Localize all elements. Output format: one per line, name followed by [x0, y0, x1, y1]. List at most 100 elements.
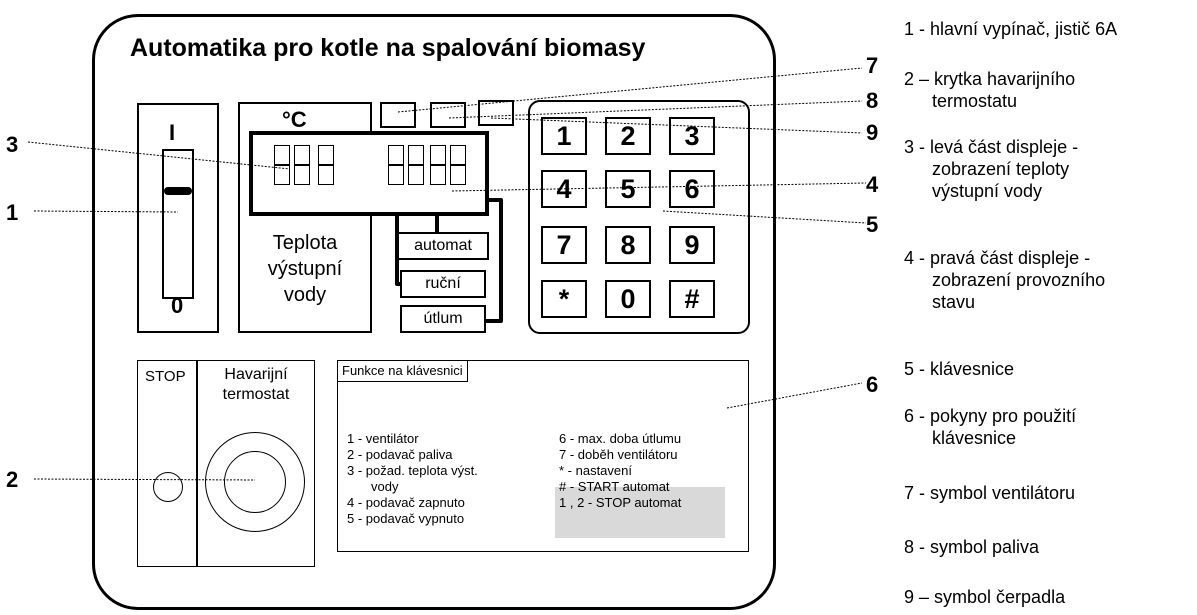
callout-9: 9 — [866, 120, 879, 145]
caption-line: vody — [283, 284, 327, 306]
thermostat-label: Havarijní termostat — [197, 365, 315, 405]
key-1[interactable]: 1 — [541, 117, 587, 155]
callout-8: 8 — [866, 88, 879, 113]
thermostat-line: termostat — [222, 386, 290, 403]
leader-8 — [448, 100, 863, 119]
legend-6: 6 - pokyny pro použití klávesnice — [904, 405, 1076, 449]
legend-7: 7 - symbol ventilátoru — [904, 482, 1075, 504]
connector-rucni — [395, 216, 400, 286]
leader-5 — [662, 210, 867, 224]
key-7[interactable]: 7 — [541, 226, 587, 264]
callout-4: 4 — [866, 172, 879, 197]
pump-symbol — [478, 100, 514, 126]
leader-6 — [726, 382, 863, 409]
legend-line: 8 - symbol paliva — [904, 537, 1040, 557]
legend-3: 3 - levá část displeje - zobrazení teplo… — [904, 136, 1078, 202]
function-item: 1 - ventilátor — [347, 431, 419, 446]
callout-1: 1 — [6, 200, 19, 225]
start-stop-highlight — [555, 487, 725, 538]
leader-4 — [451, 182, 867, 192]
legend-4: 4 - pravá část displeje - zobrazení prov… — [904, 247, 1105, 313]
callout-3: 3 — [6, 132, 19, 157]
main-switch[interactable] — [162, 149, 194, 299]
thermostat-knob[interactable] — [224, 451, 286, 513]
key-hash[interactable]: # — [669, 280, 715, 318]
key-star[interactable]: * — [541, 280, 587, 318]
mode-rucni: ruční — [400, 270, 486, 298]
key-2[interactable]: 2 — [605, 117, 651, 155]
leader-2 — [33, 478, 256, 481]
legend-line: stavu — [932, 292, 976, 312]
caption-line: výstupní — [267, 258, 343, 280]
stop-panel — [137, 360, 197, 567]
function-item: * - nastavení — [559, 463, 632, 478]
legend-5: 5 - klávesnice — [904, 358, 1014, 380]
callout-2: 2 — [6, 467, 19, 492]
key-0[interactable]: 0 — [605, 280, 651, 318]
key-5[interactable]: 5 — [605, 170, 651, 208]
legend-line: 2 – krytka havarijního — [904, 69, 1076, 89]
fan-symbol — [380, 102, 416, 128]
legend-line: 4 - pravá část displeje - — [904, 248, 1091, 268]
thermostat-line: Havarijní — [224, 366, 288, 383]
function-item: 7 - doběh ventilátoru — [559, 447, 678, 462]
legend-line: 7 - symbol ventilátoru — [904, 483, 1076, 503]
fuel-symbol — [430, 102, 466, 128]
key-8[interactable]: 8 — [605, 226, 651, 264]
legend-2: 2 – krytka havarijního termostatu — [904, 68, 1075, 112]
temperature-unit: °C — [282, 107, 307, 132]
stop-label: STOP — [145, 368, 186, 385]
function-item: 1 , 2 - STOP automat — [559, 495, 682, 510]
leader-3 — [27, 141, 291, 170]
legend-1: 1 - hlavní vypínač, jistič 6A — [904, 18, 1117, 40]
callout-6: 6 — [866, 372, 879, 397]
leader-9 — [490, 117, 863, 134]
thermostat-panel — [197, 360, 315, 567]
function-item: vody — [371, 479, 399, 494]
keypad-frame — [528, 100, 750, 334]
function-item: 3 - požad. teplota výst. — [347, 463, 478, 478]
key-6[interactable]: 6 — [669, 170, 715, 208]
function-item: 5 - podavač vypnuto — [347, 511, 465, 526]
controller-panel — [92, 14, 776, 610]
functions-header: Funkce na klávesnici — [337, 360, 468, 382]
thermostat-knob-outer — [205, 432, 305, 532]
mode-utlum: útlum — [400, 305, 486, 333]
legend-line: 9 – symbol čerpadla — [904, 587, 1066, 607]
main-switch-frame — [137, 103, 219, 333]
stop-button[interactable] — [153, 472, 183, 502]
connector-utlum — [486, 198, 503, 323]
legend-8: 8 - symbol paliva — [904, 536, 1039, 558]
key-9[interactable]: 9 — [669, 226, 715, 264]
leader-1 — [33, 210, 179, 213]
legend-line: 5 - klávesnice — [904, 359, 1015, 379]
legend-line: termostatu — [932, 91, 1018, 111]
legend-line: 3 - levá část displeje - — [904, 137, 1079, 157]
caption-line: Teplota — [272, 232, 338, 254]
key-3[interactable]: 3 — [669, 117, 715, 155]
panel-title: Automatika pro kotle na spalování biomas… — [130, 34, 646, 62]
function-item: 6 - max. doba útlumu — [559, 431, 682, 446]
legend-line: 6 - pokyny pro použití — [904, 406, 1077, 426]
switch-on-label: I — [169, 120, 176, 145]
function-item: # - START automat — [559, 479, 670, 494]
temperature-frame — [238, 102, 372, 333]
legend-line: 1 - hlavní vypínač, jistič 6A — [904, 19, 1118, 39]
function-item: 4 - podavač zapnuto — [347, 495, 465, 510]
callout-7: 7 — [866, 53, 879, 78]
legend-9: 9 – symbol čerpadla — [904, 586, 1065, 608]
temperature-caption: Teplota výstupní vody — [245, 230, 365, 308]
functions-right-list: 6 - max. doba útlumu 7 - doběh ventiláto… — [559, 431, 681, 511]
legend-line: zobrazení teploty — [932, 159, 1070, 179]
callout-5: 5 — [866, 212, 879, 237]
legend-line: výstupní vody — [932, 181, 1043, 201]
switch-lever — [164, 187, 192, 195]
functions-left-list: 1 - ventilátor 2 - podavač paliva 3 - po… — [347, 431, 478, 527]
legend-line: zobrazení provozního — [932, 270, 1106, 290]
function-item: 2 - podavač paliva — [347, 447, 453, 462]
legend-line: klávesnice — [932, 428, 1017, 448]
leader-7 — [397, 67, 863, 113]
keypad-functions-box — [337, 360, 749, 552]
switch-off-label: 0 — [171, 293, 184, 318]
